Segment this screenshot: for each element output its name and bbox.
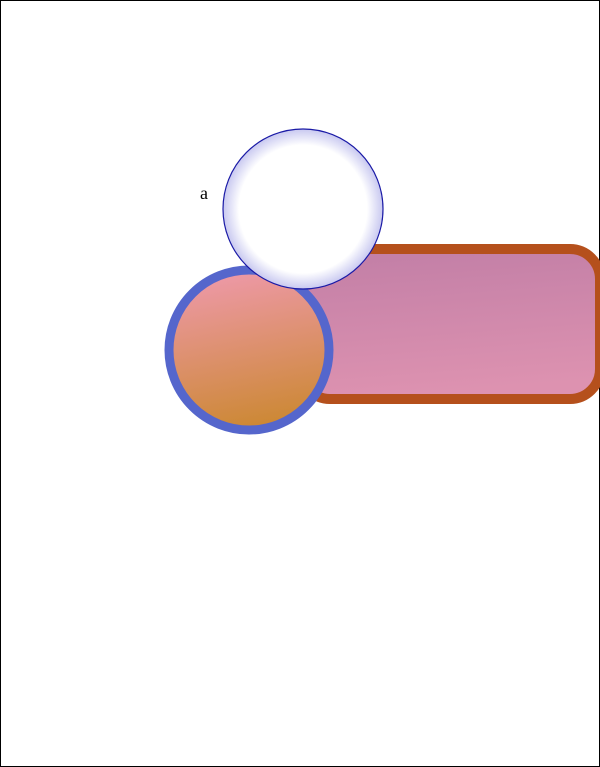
white-circle-shape bbox=[222, 128, 384, 290]
shape-label-a: a bbox=[200, 183, 208, 203]
orange-circle-shape bbox=[164, 265, 334, 435]
